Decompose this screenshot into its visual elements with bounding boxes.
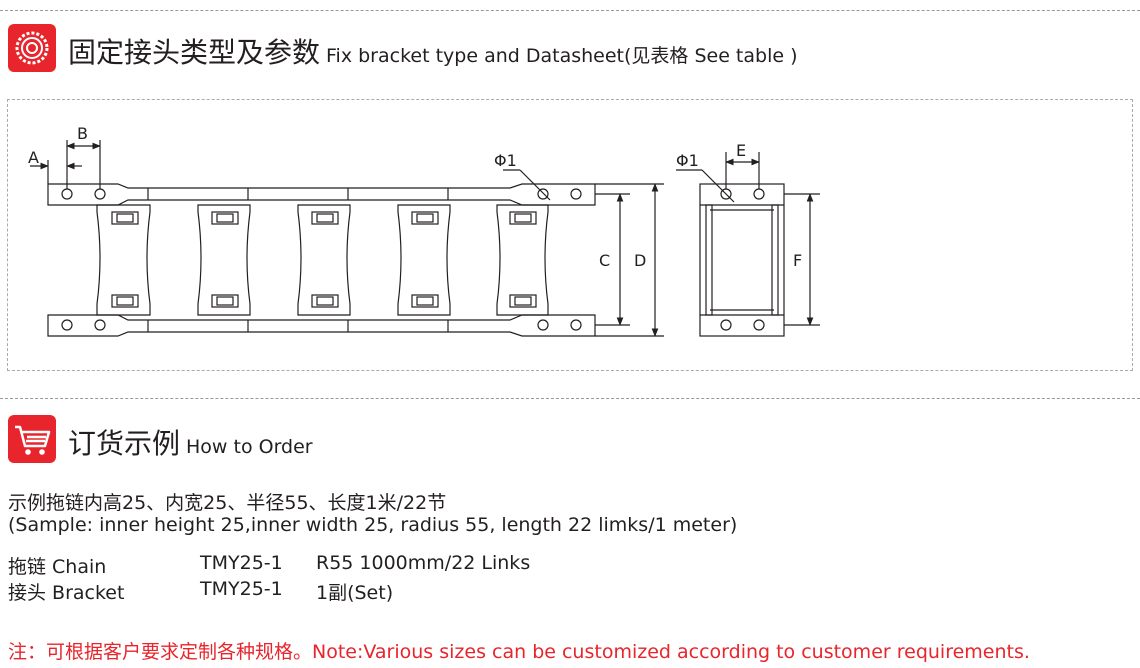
label-c: C xyxy=(599,251,610,270)
sample-text-cn: 示例拖链内高25、内宽25、半径55、长度1米/22节 xyxy=(8,492,447,514)
row-model-bracket: TMY25-1 xyxy=(200,578,283,600)
dimension-e xyxy=(725,152,760,189)
middle-divider xyxy=(0,398,1140,399)
bracket-diagram: A B C D Φ1 E Φ1 F xyxy=(28,124,820,337)
label-phi1-right: Φ1 xyxy=(676,151,699,170)
phi1-leader-right xyxy=(676,169,735,203)
dimension-c-d xyxy=(595,183,664,337)
top-divider xyxy=(0,10,1140,11)
customization-note: 注：可根据客户要求定制各种规格。Note:Various sizes can b… xyxy=(8,641,1030,663)
order-title-cn: 订货示例 xyxy=(68,427,181,460)
bottom-rail xyxy=(47,314,596,337)
end-view xyxy=(699,183,785,337)
bracket-diagram-frame xyxy=(7,99,1133,371)
label-f: F xyxy=(793,251,802,270)
label-e: E xyxy=(736,141,746,160)
dimension-a-b xyxy=(30,140,101,189)
section-title-cn: 固定接头类型及参数 xyxy=(68,36,321,69)
label-d: D xyxy=(634,251,646,270)
row-model-chain: TMY25-1 xyxy=(200,552,283,574)
section-title-en: Fix bracket type and Datasheet(见表格 See t… xyxy=(326,45,798,67)
phi1-leader-left xyxy=(503,169,551,201)
shopping-cart-icon xyxy=(8,415,56,463)
ring-gear-icon xyxy=(8,24,56,72)
row-label-chain: 拖链 Chain xyxy=(8,556,107,578)
top-rail xyxy=(47,183,596,206)
order-title-en: How to Order xyxy=(186,436,313,458)
dimension-f xyxy=(784,193,820,326)
label-a: A xyxy=(28,148,39,167)
row-label-bracket: 接头 Bracket xyxy=(8,582,125,604)
chain-links xyxy=(96,204,549,316)
sample-text-en: (Sample: inner height 25,inner width 25,… xyxy=(8,514,738,536)
label-b: B xyxy=(77,124,88,143)
row-spec-chain: R55 1000mm/22 Links xyxy=(316,552,531,574)
row-spec-bracket: 1副(Set) xyxy=(316,582,394,604)
label-phi1-left: Φ1 xyxy=(494,151,517,170)
